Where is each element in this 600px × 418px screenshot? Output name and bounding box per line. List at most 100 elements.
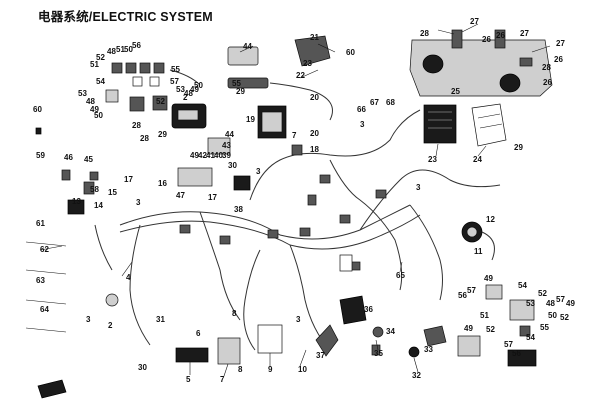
callout-49d: 49 bbox=[464, 324, 473, 333]
callout-30: 30 bbox=[228, 161, 237, 170]
callout-50d: 50 bbox=[548, 311, 557, 320]
callout-32: 32 bbox=[412, 371, 421, 380]
callout-51c: 51 bbox=[480, 311, 489, 320]
callout-66: 66 bbox=[357, 105, 366, 114]
callout-23b: 23 bbox=[428, 155, 437, 164]
callout-55b: 55 bbox=[232, 79, 241, 88]
callout-49e: 49 bbox=[484, 274, 493, 283]
callout-50: 50 bbox=[124, 45, 133, 54]
harness-connectors bbox=[179, 144, 387, 272]
callout-56: 56 bbox=[458, 291, 467, 300]
callout-26d: 26 bbox=[543, 78, 552, 87]
regulator bbox=[257, 105, 287, 139]
callout-47: 47 bbox=[176, 191, 185, 200]
callout-53b: 53 bbox=[176, 85, 185, 94]
callout-4: 4 bbox=[126, 273, 131, 282]
ignition-coil bbox=[461, 221, 495, 261]
callout-60b: 60 bbox=[346, 48, 355, 57]
relay-group bbox=[105, 62, 201, 112]
callout-21: 21 bbox=[310, 33, 319, 42]
callout-20b: 20 bbox=[310, 129, 319, 138]
fuse-box bbox=[177, 137, 251, 191]
callout-26: 26 bbox=[482, 35, 491, 44]
callout-61: 61 bbox=[36, 219, 45, 228]
callout-13: 13 bbox=[72, 197, 81, 206]
left-side-parts bbox=[25, 127, 119, 399]
callout-28c: 28 bbox=[420, 29, 429, 38]
callout-31: 31 bbox=[156, 315, 165, 324]
callout-3f: 3 bbox=[296, 315, 301, 324]
callout-50c: 50 bbox=[194, 81, 203, 90]
handlebar-switch bbox=[227, 35, 333, 121]
callout-18: 18 bbox=[310, 145, 319, 154]
callout-29b: 29 bbox=[236, 87, 245, 96]
callout-57: 57 bbox=[170, 77, 179, 86]
ecu bbox=[171, 103, 207, 129]
callout-48c: 48 bbox=[184, 89, 193, 98]
callout-20: 20 bbox=[310, 93, 319, 102]
callout-11: 11 bbox=[474, 247, 483, 256]
callout-52: 52 bbox=[96, 53, 105, 62]
callout-51b: 51 bbox=[116, 45, 125, 54]
callout-22: 22 bbox=[296, 71, 305, 80]
callout-53c: 53 bbox=[526, 299, 535, 308]
callout-3b: 3 bbox=[360, 120, 365, 129]
callout-23: 23 bbox=[303, 59, 312, 68]
rear-lamp-assembly bbox=[409, 29, 553, 97]
callout-68: 68 bbox=[386, 98, 395, 107]
callout-51: 51 bbox=[90, 60, 99, 69]
callout-62: 62 bbox=[40, 245, 49, 254]
callout-44: 44 bbox=[225, 130, 234, 139]
callout-46: 46 bbox=[64, 153, 73, 162]
callout-52d: 52 bbox=[560, 313, 569, 322]
callout-44b: 44 bbox=[243, 42, 252, 51]
callout-52b: 52 bbox=[156, 97, 165, 106]
callout-54c: 54 bbox=[526, 333, 535, 342]
callout-49b: 49 bbox=[190, 85, 199, 94]
callout-29c: 29 bbox=[514, 143, 523, 152]
callout-57: 57 bbox=[467, 286, 476, 295]
callout-3e: 3 bbox=[86, 315, 91, 324]
callout-48d: 48 bbox=[546, 299, 555, 308]
callout-26c: 26 bbox=[496, 31, 505, 40]
callout-5: 5 bbox=[186, 375, 191, 384]
callout-27: 27 bbox=[470, 17, 479, 26]
callout-55c: 55 bbox=[540, 323, 549, 332]
callout-36: 36 bbox=[364, 305, 373, 314]
callout-3: 3 bbox=[256, 167, 261, 176]
page-title: 电器系统/ELECTRIC SYSTEM bbox=[38, 10, 213, 24]
battery-bracket bbox=[471, 103, 507, 147]
callout-14: 14 bbox=[94, 201, 103, 210]
callout-49c: 49 bbox=[190, 151, 199, 160]
callout-3d: 3 bbox=[136, 198, 141, 207]
callout-43: 43 bbox=[222, 141, 231, 150]
callout-41: 41 bbox=[206, 151, 215, 160]
callout-35: 35 bbox=[374, 349, 383, 358]
callout-52e: 52 bbox=[486, 325, 495, 334]
callout-37: 37 bbox=[316, 351, 325, 360]
callout-64: 64 bbox=[40, 305, 49, 314]
callout-65: 65 bbox=[396, 271, 405, 280]
callout-28d: 28 bbox=[542, 63, 551, 72]
battery bbox=[423, 104, 457, 144]
callout-8: 8 bbox=[232, 309, 237, 318]
main-wire-harness bbox=[94, 109, 501, 351]
callout-16: 16 bbox=[158, 179, 167, 188]
callout-54b: 54 bbox=[518, 281, 527, 290]
lower-parts bbox=[175, 284, 537, 367]
callout-27b: 27 bbox=[556, 39, 565, 48]
callout-labels: 51 54 52 48 51 50 56 55 57 53 48 49 50 5… bbox=[33, 17, 575, 384]
callout-27c: 27 bbox=[520, 29, 529, 38]
callout-52c: 52 bbox=[538, 289, 547, 298]
callout-48b: 48 bbox=[86, 97, 95, 106]
callout-42: 42 bbox=[198, 151, 207, 160]
callout-57b: 57 bbox=[556, 295, 565, 304]
callout-58: 58 bbox=[90, 185, 99, 194]
callout-67: 67 bbox=[370, 98, 379, 107]
callout-56b: 56 bbox=[512, 349, 521, 358]
callout-29: 29 bbox=[158, 130, 167, 139]
callout-6: 6 bbox=[196, 329, 201, 338]
leader-lines bbox=[39, 23, 551, 377]
